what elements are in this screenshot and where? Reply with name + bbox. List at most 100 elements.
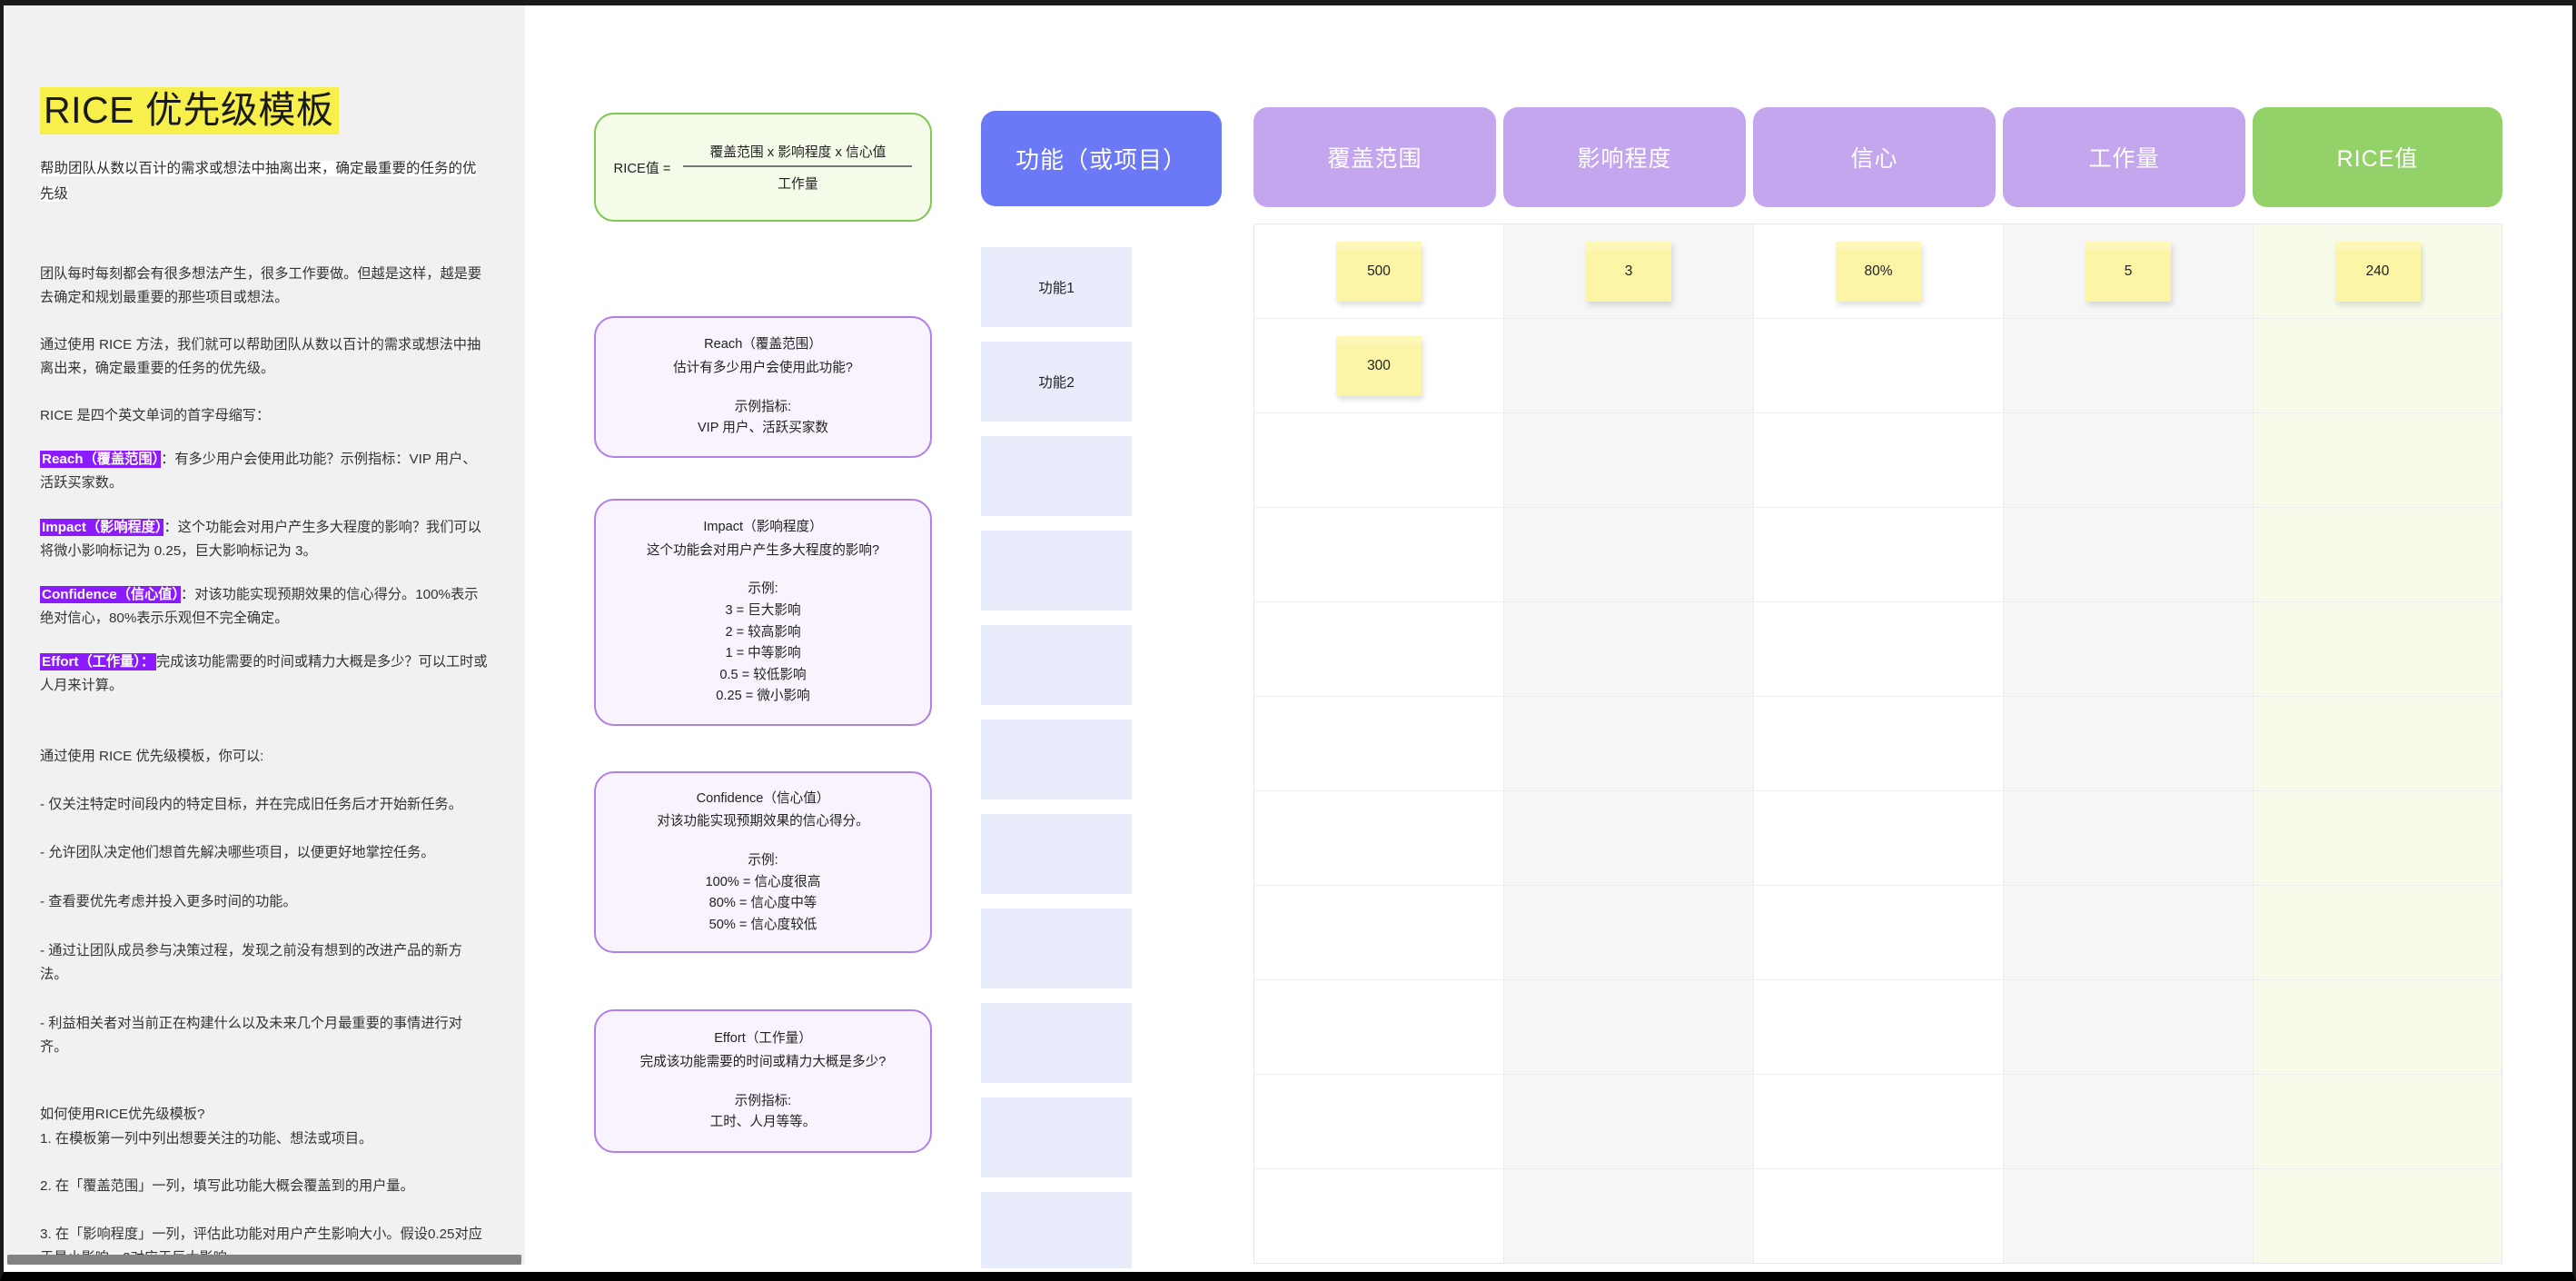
feature-cell[interactable] xyxy=(981,1097,1132,1177)
impact-cell[interactable]: 3 xyxy=(1504,224,1754,319)
impact-cell[interactable] xyxy=(1504,508,1754,602)
column-header-effort[interactable]: 工作量 xyxy=(2003,107,2245,207)
effort-cell[interactable] xyxy=(2004,791,2254,886)
effort-cell[interactable] xyxy=(2004,1169,2254,1264)
confidence-cell[interactable] xyxy=(1754,1075,2004,1169)
sidebar-horizontal-scrollbar[interactable] xyxy=(7,1255,521,1265)
definition-body-impact: ：这个功能会对用户产生多大程度的影响？我们可以将微小影响标记为 0.25，巨大影… xyxy=(40,519,481,559)
confidence-cell[interactable] xyxy=(1754,697,2004,791)
reach-cell[interactable] xyxy=(1254,791,1504,886)
feature-cell[interactable]: 功能2 xyxy=(981,342,1132,422)
column-header-feature[interactable]: 功能（或项目） xyxy=(981,111,1222,206)
sticky-note[interactable]: 5 xyxy=(2086,241,2171,302)
rice-cell[interactable] xyxy=(2254,980,2502,1075)
column-header-confidence[interactable]: 信心 xyxy=(1753,107,1996,207)
benefit-item: - 查看要优先考虑并投入更多时间的功能。 xyxy=(40,894,297,910)
card-example-item: 2 = 较高影响 xyxy=(725,624,801,640)
impact-cell[interactable] xyxy=(1504,602,1754,697)
rice-cell[interactable] xyxy=(2254,886,2502,980)
column-header-rice[interactable]: RICE值 xyxy=(2253,107,2502,207)
impact-cell[interactable] xyxy=(1504,791,1754,886)
sticky-note-value: 300 xyxy=(1367,357,1391,373)
effort-cell[interactable] xyxy=(2004,602,2254,697)
effort-cell[interactable] xyxy=(2004,413,2254,508)
confidence-cell[interactable] xyxy=(1754,508,2004,602)
confidence-cell[interactable]: 80% xyxy=(1754,224,2004,319)
reach-cell[interactable] xyxy=(1254,980,1504,1075)
page-subtitle-wrap: 帮助团队从数以百计的需求或想法中抽离出来，确定最重要的任务的优先级 xyxy=(40,156,489,205)
sticky-note[interactable]: 3 xyxy=(1586,241,1671,302)
feature-cell[interactable] xyxy=(981,1003,1132,1083)
impact-cell[interactable] xyxy=(1504,886,1754,980)
impact-cell[interactable] xyxy=(1504,413,1754,508)
reach-cell[interactable] xyxy=(1254,1169,1504,1264)
rice-cell[interactable] xyxy=(2254,697,2502,791)
rice-cell[interactable] xyxy=(2254,791,2502,886)
effort-cell[interactable] xyxy=(2004,508,2254,602)
rice-cell[interactable] xyxy=(2254,413,2502,508)
reach-cell[interactable] xyxy=(1254,1075,1504,1169)
impact-cell[interactable] xyxy=(1504,319,1754,413)
feature-cell[interactable] xyxy=(981,1192,1132,1268)
metrics-grid: 500 3 80% 5 240 300 xyxy=(1253,223,2502,1264)
rice-cell[interactable]: 240 xyxy=(2254,224,2502,319)
card-example-item: 0.25 = 微小影响 xyxy=(716,689,810,704)
benefit-item: - 允许团队决定他们想首先解决哪些项目，以便更好地掌控任务。 xyxy=(40,845,435,861)
card-example-item: 100% = 信心度很高 xyxy=(705,874,821,889)
rice-cell[interactable] xyxy=(2254,1075,2502,1169)
impact-cell[interactable] xyxy=(1504,1169,1754,1264)
howto-step: 1. 在模板第一列中列出想要关注的功能、想法或项目。 xyxy=(40,1131,373,1147)
feature-cell[interactable] xyxy=(981,814,1132,894)
effort-cell[interactable] xyxy=(2004,886,2254,980)
confidence-cell[interactable] xyxy=(1754,791,2004,886)
effort-cell[interactable] xyxy=(2004,980,2254,1075)
definition-confidence: Confidence（信心值）：对该功能实现预期效果的信心得分。100%表示绝对… xyxy=(40,583,489,631)
sticky-note[interactable]: 240 xyxy=(2334,241,2421,302)
intro-paragraph-1: 团队每时每刻都会有很多想法产生，很多工作要做。但越是这样，越是要去确定和规划最重… xyxy=(40,265,481,305)
impact-cell[interactable] xyxy=(1504,1075,1754,1169)
confidence-cell[interactable] xyxy=(1754,1169,2004,1264)
feature-cell[interactable] xyxy=(981,625,1132,705)
feature-cell[interactable]: 功能1 xyxy=(981,247,1132,327)
table-row xyxy=(1254,980,2502,1075)
impact-cell[interactable] xyxy=(1504,697,1754,791)
reach-cell[interactable]: 500 xyxy=(1254,224,1504,319)
sticky-note[interactable]: 500 xyxy=(1336,241,1422,302)
column-header-reach[interactable]: 覆盖范围 xyxy=(1253,107,1496,207)
feature-cell[interactable] xyxy=(981,909,1132,988)
reach-cell[interactable] xyxy=(1254,602,1504,697)
definition-body-confidence: ：对该功能实现预期效果的信心得分。100%表示绝对信心，80%表示乐观但不完全确… xyxy=(40,586,479,627)
effort-cell[interactable] xyxy=(2004,319,2254,413)
definition-body-effort: 完成该功能需要的时间或精力大概是多少？可以工时或人月来计算。 xyxy=(40,654,488,694)
rice-cell[interactable] xyxy=(2254,508,2502,602)
confidence-cell[interactable] xyxy=(1754,980,2004,1075)
effort-cell[interactable] xyxy=(2004,1075,2254,1169)
reach-cell[interactable] xyxy=(1254,413,1504,508)
effort-cell[interactable] xyxy=(2004,697,2254,791)
card-title: Effort（工作量） xyxy=(714,1031,812,1047)
definition-reach: Reach（覆盖范围）：有多少用户会使用此功能？示例指标：VIP 用户、活跃买家… xyxy=(40,448,489,495)
reach-cell[interactable]: 300 xyxy=(1254,319,1504,413)
rice-cell[interactable] xyxy=(2254,319,2502,413)
rice-cell[interactable] xyxy=(2254,1169,2502,1264)
feature-cell[interactable] xyxy=(981,720,1132,799)
confidence-cell[interactable] xyxy=(1754,602,2004,697)
column-header-impact[interactable]: 影响程度 xyxy=(1503,107,1746,207)
info-sidebar: RICE 优先级模板 帮助团队从数以百计的需求或想法中抽离出来，确定最重要的任务… xyxy=(4,5,525,1265)
reach-cell[interactable] xyxy=(1254,508,1504,602)
definition-term-effort: Effort（工作量）： xyxy=(40,653,157,671)
intro-paragraph-3: RICE 是四个英文单词的首字母缩写： xyxy=(40,408,271,424)
reach-cell[interactable] xyxy=(1254,697,1504,791)
confidence-cell[interactable] xyxy=(1754,413,2004,508)
confidence-cell[interactable] xyxy=(1754,319,2004,413)
effort-cell[interactable]: 5 xyxy=(2004,224,2254,319)
confidence-cell[interactable] xyxy=(1754,886,2004,980)
feature-cell[interactable] xyxy=(981,531,1132,611)
rice-cell[interactable] xyxy=(2254,602,2502,697)
impact-cell[interactable] xyxy=(1504,980,1754,1075)
sticky-note[interactable]: 300 xyxy=(1336,335,1422,396)
sticky-note[interactable]: 80% xyxy=(1836,241,1921,302)
reach-cell[interactable] xyxy=(1254,886,1504,980)
scrollbar-thumb[interactable] xyxy=(7,1255,521,1265)
feature-cell[interactable] xyxy=(981,436,1132,516)
